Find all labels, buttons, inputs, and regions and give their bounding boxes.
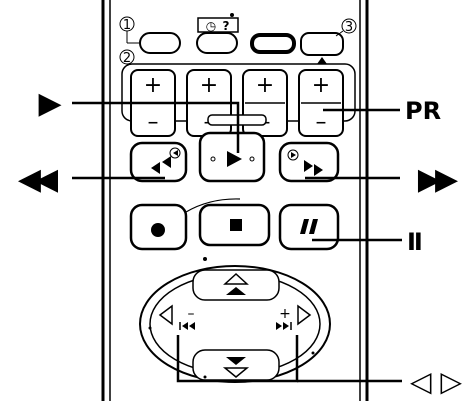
skip-forward-icon [276,322,282,330]
transport-buttons [129,131,340,261]
pause-annotation: II [407,228,421,256]
nav-dot-bottom [203,375,207,379]
timer-icon: ◷ [206,19,217,33]
pr-button-4-plus: + [312,73,330,98]
fast-forward-button[interactable] [278,141,340,183]
pause-button[interactable] [278,203,340,251]
play-annotation: ▶ [38,86,61,121]
top-button-3[interactable] [300,32,344,56]
pause-icon-bar-1 [300,219,309,234]
timer-help-label-box [197,17,239,33]
navigation-pad: – + [139,265,331,383]
top-button-3-arrow-icon [317,57,327,64]
nav-dot-left [148,326,152,330]
stop-button-ring [185,198,241,213]
nav-up-button[interactable] [192,269,280,301]
center-top-button[interactable] [250,33,296,54]
top-button-1[interactable] [139,32,181,54]
rewind-annotation: ◀◀ [18,162,58,197]
nav-up-outline-icon [223,272,249,285]
pause-icon-bar-2 [309,219,318,234]
nav-down-fill-icon [226,357,246,365]
play-dot-left [210,156,216,162]
leader-lines [72,101,402,383]
nav-right-icon[interactable] [297,304,312,326]
rewind-badge-icon [173,150,178,156]
play-dot-right [249,156,255,162]
rewind-icon-2 [162,156,171,168]
callout-3-circle [341,18,357,34]
pr-button-1-minus: – [148,110,159,135]
pr-button-4-minus: – [316,110,327,135]
record-icon [151,223,165,237]
nav-plus-label: + [279,306,291,322]
skip-back-icon [182,322,188,330]
fast-forward-icon-2 [314,164,323,176]
callout-2-circle [119,49,135,65]
nav-left-right-annotation: ◁ ▷ [410,365,462,398]
pr-button-3-plus: + [256,73,274,98]
rewind-icon [151,162,160,174]
skip-forward-icon-2 [283,322,289,330]
callout-2-label: 2 [123,51,131,66]
pr-button-1-plus: + [144,73,162,98]
top-dot [230,13,234,17]
nav-leader [176,335,299,383]
pr-button-2-plus: + [200,73,218,98]
timer-help-button[interactable] [196,32,238,54]
fast-forward-icon [304,160,313,172]
nav-up-fill-icon [226,287,246,295]
top-button-row: ◷ ? [139,17,344,64]
help-label: ? [223,19,230,33]
callout-3-leader [335,30,344,37]
skip-back-icon-2 [189,322,195,330]
play-icon [227,151,242,167]
nav-minus-label: – [188,306,195,322]
callouts: 1 2 3 [119,16,357,66]
callout-1-label: 1 [123,18,131,33]
play-leader [72,101,240,153]
nav-left-icon[interactable] [158,304,173,326]
stop-icon [230,219,242,231]
lower-dot [203,257,207,261]
fast-forward-annotation: ▶▶ [418,162,458,197]
nav-down-outline-icon [222,367,250,378]
pr-annotation: PR [405,97,441,125]
ff-badge-icon [291,152,296,158]
nav-dot-right [311,351,315,355]
remote-body [101,0,369,401]
callout-3-label: 3 [345,20,353,35]
